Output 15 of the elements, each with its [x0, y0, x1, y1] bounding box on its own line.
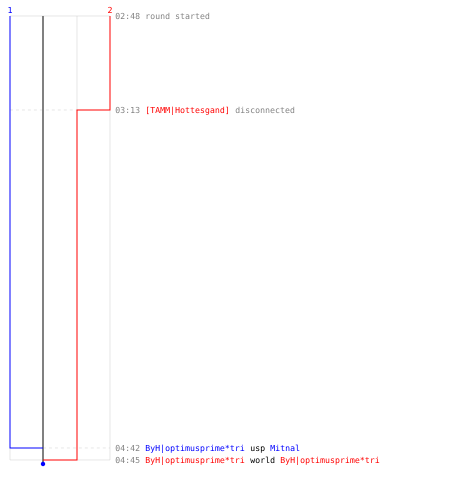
event-time: 02:48 — [116, 12, 140, 20]
event-text: round started — [146, 12, 210, 20]
event-text: Mitnal — [270, 444, 300, 452]
event-text: world — [250, 456, 274, 464]
event-text: ByH|optimusprime*tri — [146, 456, 244, 465]
event-text: disconnected — [236, 106, 294, 114]
event-time: 04:45 — [116, 456, 140, 464]
event-text: [TAMM|Hottesgand] — [147, 106, 228, 115]
event-text: usp — [250, 446, 265, 453]
event-text: ByH|optimusprime*tri — [280, 456, 380, 465]
event-time: 04:42 — [116, 444, 140, 452]
event-text: ByH|optimusprime*tri — [146, 444, 244, 453]
player-number: 1 — [8, 6, 12, 13]
player-number: 2 — [108, 6, 112, 13]
event-time: 03:13 — [116, 106, 140, 114]
